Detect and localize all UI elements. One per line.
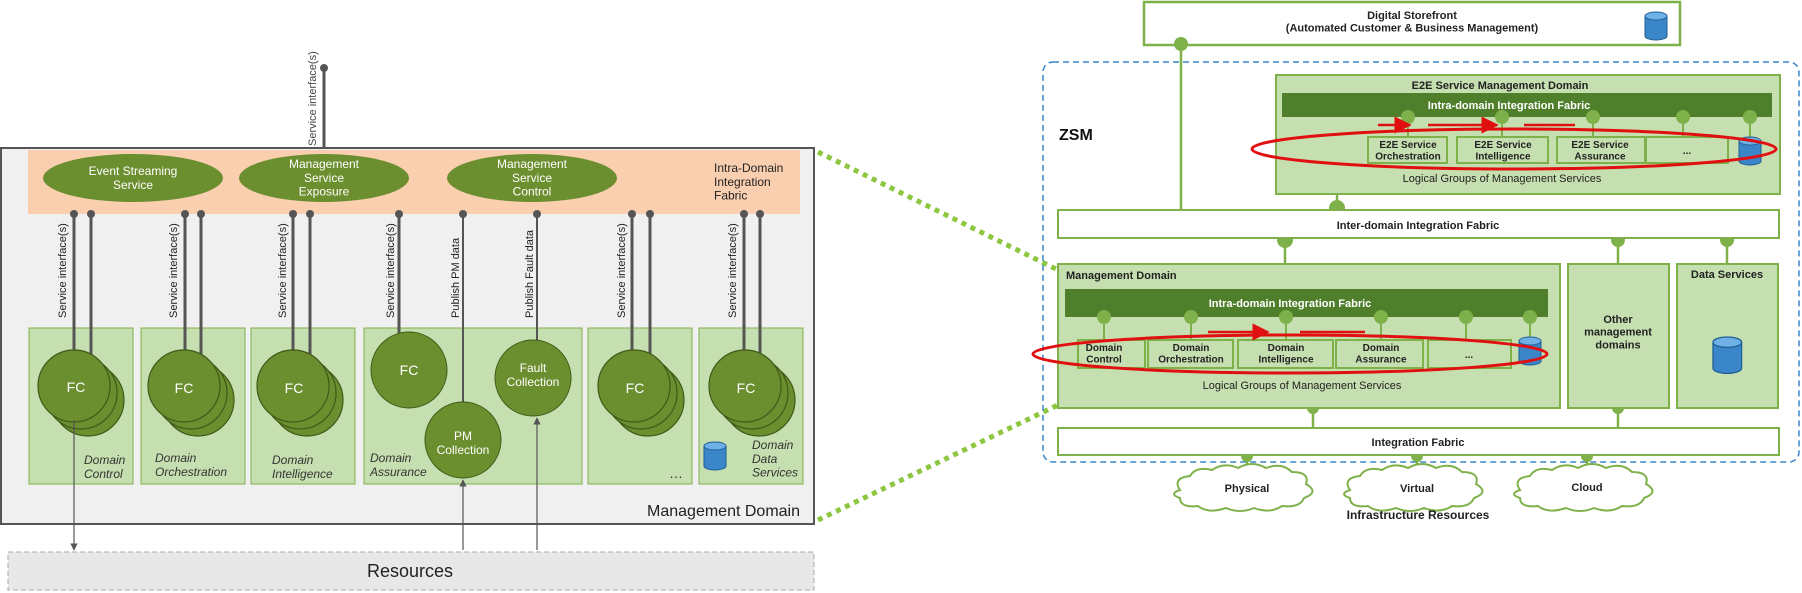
- storefront-cylinder: [1644, 11, 1668, 41]
- data-services-cylinder: [1712, 336, 1743, 375]
- other-domains-box: [1567, 263, 1670, 409]
- vertical-label-6: Publish Fault data: [524, 229, 536, 318]
- physical-cloud: [1173, 463, 1314, 512]
- fc-label-1: FC: [67, 379, 86, 395]
- fc-label-6: FC: [626, 380, 645, 396]
- md-logical-groups-label: Logical Groups of Management Services: [1203, 380, 1402, 392]
- fc-assurance: [370, 331, 448, 409]
- cloud-cloud: [1513, 463, 1654, 512]
- vertical-label-8: Service interface(s): [727, 223, 739, 318]
- data-services-label: Data Services: [1691, 269, 1763, 281]
- event-streaming-service: [43, 154, 223, 202]
- integration-fabric-label: Integration Fabric: [1372, 437, 1465, 449]
- inter-domain-fabric-label: Inter-domain Integration Fabric: [1337, 220, 1500, 232]
- e2e-red-highlight: [1250, 127, 1778, 171]
- fc-label-7: FC: [737, 380, 756, 396]
- e2e-domain-label: E2E Service Management Domain: [1412, 80, 1589, 92]
- virtual-label: Virtual: [1400, 483, 1434, 495]
- fc-label-2: FC: [175, 380, 194, 396]
- md-red-highlight: [1031, 333, 1549, 375]
- management-service-exposure: [239, 154, 409, 202]
- zsm-frame: [1042, 61, 1800, 463]
- zsm-label: ZSM: [1059, 127, 1093, 144]
- management-domain-label: Management Domain: [647, 503, 800, 520]
- e2e-logical-groups-label: Logical Groups of Management Services: [1403, 173, 1602, 185]
- fault-collection: [494, 339, 572, 417]
- md-intra-fabric-label: Intra-domain Integration Fabric: [1209, 298, 1372, 310]
- left-ellipsis: …: [669, 465, 683, 481]
- physical-label: Physical: [1225, 483, 1270, 495]
- inter-domain-fabric: [1057, 209, 1780, 239]
- integration-fabric: [1057, 427, 1780, 456]
- pm-collection: [424, 401, 502, 479]
- right-diagram: Digital Storefront(Automated Customer & …: [1031, 0, 1800, 522]
- top-service-interface-label: Service interface(s): [307, 51, 319, 146]
- vertical-label-5: Publish PM data: [450, 237, 462, 318]
- resources-bar: [7, 551, 815, 591]
- vertical-label-4: Service interface(s): [385, 223, 397, 318]
- management-service-control: [447, 154, 617, 202]
- vertical-label-2: Service interface(s): [168, 223, 180, 318]
- vertical-label-1: Service interface(s): [57, 223, 69, 318]
- infrastructure-resources-label: Infrastructure Resources: [1347, 508, 1490, 522]
- fc-label-3: FC: [285, 380, 304, 396]
- vertical-label-7: Service interface(s): [616, 223, 628, 318]
- e2e-intra-fabric-label: Intra-domain Integration Fabric: [1428, 100, 1591, 112]
- cloud-label: Cloud: [1571, 482, 1602, 494]
- digital-storefront-label: Digital Storefront(Automated Customer & …: [1286, 10, 1539, 35]
- fc-label-4: FC: [400, 362, 419, 378]
- virtual-cloud: [1343, 463, 1484, 512]
- right-management-domain-label: Management Domain: [1066, 270, 1177, 282]
- domain-data-cylinder: [703, 441, 727, 471]
- md-ellipsis-label: ...: [1465, 350, 1474, 361]
- e2e-ellipsis-label: ...: [1683, 146, 1692, 157]
- vertical-label-3: Service interface(s): [277, 223, 289, 318]
- e2e-intra-fabric: [1282, 93, 1772, 117]
- data-services-box: [1676, 263, 1779, 409]
- resources-label: Resources: [367, 561, 453, 581]
- digital-storefront-box: [1142, 0, 1682, 47]
